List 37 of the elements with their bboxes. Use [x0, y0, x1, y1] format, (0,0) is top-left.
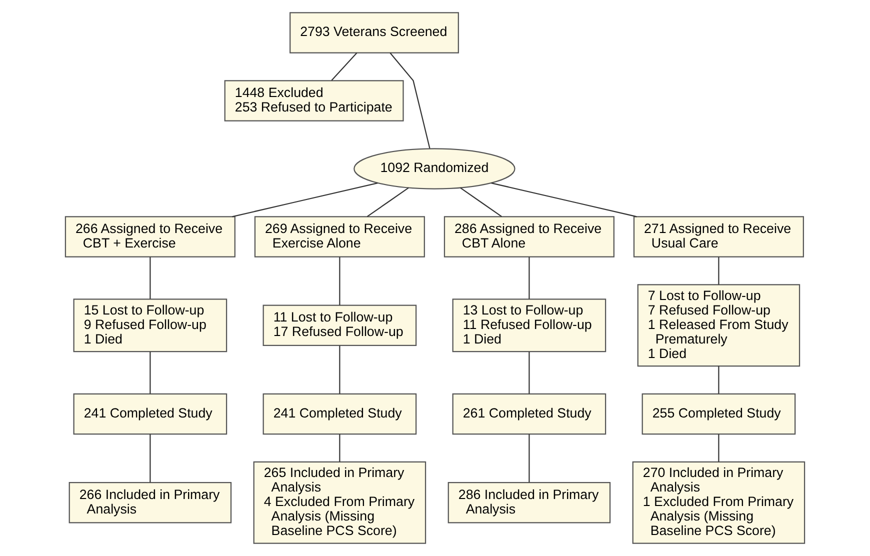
node-box: 255 Completed Study — [642, 393, 796, 435]
node-box: 265 Included in Primary Analysis 4 Excluded From Primary Analysis (Missing Baseline PCS Score) — [253, 461, 426, 544]
connector — [491, 182, 637, 218]
node-box: 266 Included in Primary Analysis — [68, 482, 232, 524]
connector — [528, 434, 530, 482]
connector — [150, 257, 151, 299]
connector — [718, 434, 720, 462]
node-box: 241 Completed Study — [262, 393, 417, 435]
connector — [718, 257, 720, 285]
connector — [528, 257, 530, 299]
node-box: 7 Lost to Follow-up 7 Refused Follow-up 1 Released From Study Prematurely 1 Died — [637, 284, 800, 367]
node-box: 269 Assigned to Receive Exercise Alone — [254, 216, 425, 258]
node-box: 11 Lost to Follow-up 17 Refused Follow-up — [262, 304, 417, 346]
node-box: 270 Included in Primary Analysis 1 Excluded From Primary Analysis (Missing Baseline PCS Score) — [632, 461, 806, 544]
connector — [460, 187, 502, 217]
connector — [339, 346, 340, 394]
connector — [232, 182, 378, 218]
node-box: 2793 Veterans Screened — [290, 12, 459, 54]
connector — [718, 366, 720, 394]
node-box: 241 Completed Study — [73, 393, 228, 435]
node-box: 261 Completed Study — [452, 393, 606, 435]
connector — [366, 187, 409, 217]
node-box: 271 Assigned to Receive Usual Care — [633, 216, 804, 258]
node-box: 1448 Excluded 253 Refused to Participate — [224, 80, 404, 122]
node-box: 266 Assigned to Receive CBT + Exercise — [64, 216, 236, 258]
connector — [339, 257, 340, 306]
connector — [528, 352, 530, 394]
node-box: 13 Lost to Follow-up 11 Refused Follow-up 1 Died — [452, 298, 606, 352]
node-box: 286 Assigned to Receive CBT Alone — [444, 216, 614, 258]
node-box: 15 Lost to Follow-up 9 Refused Follow-up 1 Died — [73, 298, 228, 352]
node-ellipse: 1092 Randomized — [354, 148, 516, 190]
connector — [390, 52, 430, 148]
connector — [339, 434, 340, 462]
connector — [331, 52, 358, 81]
node-box: 286 Included in Primary Analysis — [448, 482, 611, 524]
connector — [150, 352, 151, 394]
connector — [150, 434, 151, 482]
